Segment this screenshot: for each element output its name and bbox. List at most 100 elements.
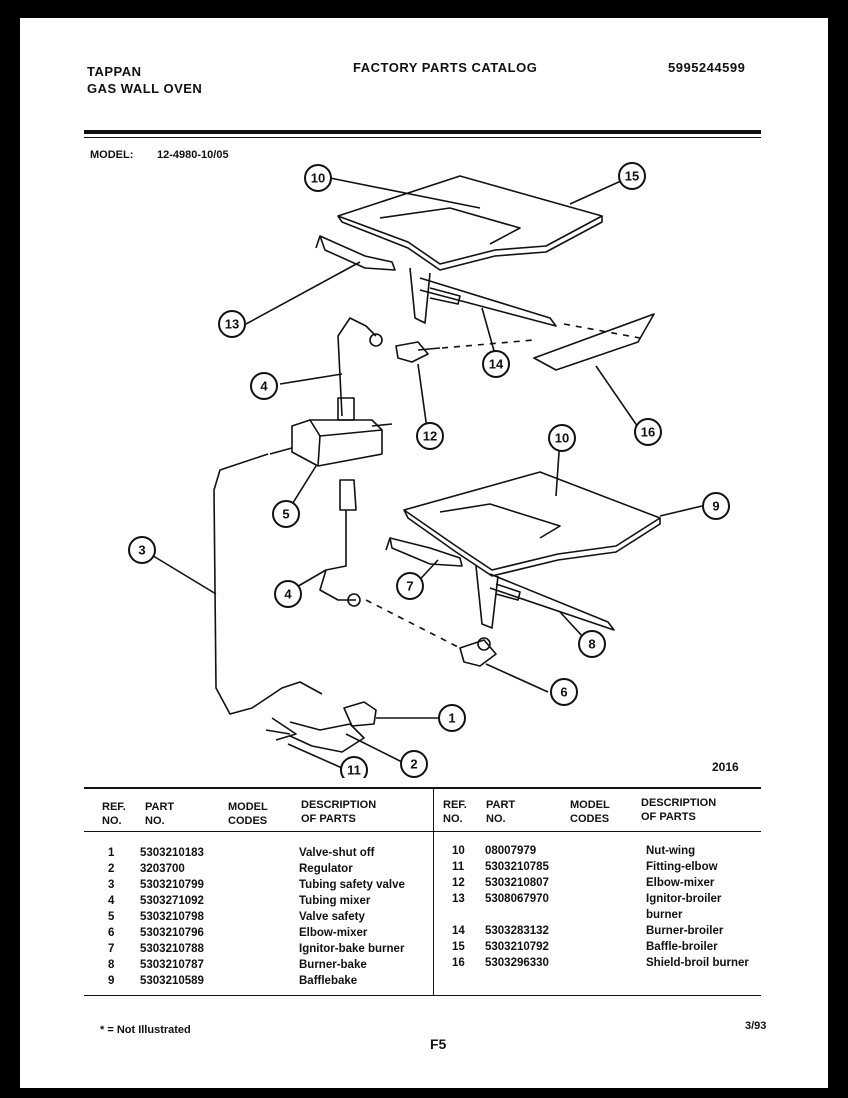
header-rule-thin (84, 137, 761, 138)
parts-row-ref: 9 (108, 975, 115, 987)
callout-circle (272, 500, 300, 528)
revision-date: 3/93 (745, 1020, 767, 1032)
parts-row-ref: 5 (108, 911, 115, 923)
hdr-ref-right: REF.NO. (443, 799, 467, 825)
callout-circle (416, 422, 444, 450)
parts-row-ref: 13 (452, 893, 465, 905)
header-rule (84, 130, 761, 134)
parts-row-desc: Baffle-broiler (646, 941, 718, 953)
parts-row-desc: Elbow-mixer (299, 927, 368, 939)
parts-row-ref: 14 (452, 925, 465, 937)
parts-row-part: 3203700 (140, 863, 185, 875)
table-header-rule (84, 831, 761, 832)
product-name: GAS WALL OVEN (87, 81, 203, 96)
callout-label: 14 (489, 357, 504, 372)
parts-row-part: 5303210785 (485, 861, 549, 873)
callout-label: 11 (347, 763, 361, 778)
callout-circle (702, 492, 730, 520)
parts-row-ref: 12 (452, 877, 465, 889)
callout-circle (578, 630, 606, 658)
parts-row-part: 5303210792 (485, 941, 549, 953)
callout-circle (250, 372, 278, 400)
table-bottom-rule (84, 995, 761, 996)
parts-row-ref: 11 (452, 861, 465, 873)
callout-circle (396, 572, 424, 600)
parts-row-desc: Elbow-mixer (646, 877, 715, 889)
parts-row-desc: Valve-shut off (299, 847, 375, 859)
callout-circle (548, 424, 576, 452)
callout-circle (634, 418, 662, 446)
callout-circle (128, 536, 156, 564)
drawing-number: 2016 (712, 760, 739, 774)
parts-row-part: 5303210796 (140, 927, 204, 939)
parts-row-desc: Bafflebake (299, 975, 358, 987)
table-top-rule (84, 787, 761, 789)
callout-circle (340, 756, 368, 778)
baffle-broiler-shape (337, 175, 603, 265)
parts-row-part: 5303296330 (485, 957, 549, 969)
callout-label: 6 (560, 685, 567, 700)
hdr-ref: REF.NO. (102, 801, 126, 827)
model-number: 12-4980-10/05 (157, 149, 229, 161)
catalog-number: 5995244599 (668, 60, 746, 75)
parts-row-part: 08007979 (485, 845, 537, 857)
parts-row-ref: 6 (108, 927, 115, 939)
parts-row-part: 5303210589 (140, 975, 204, 987)
callout-circle (218, 310, 246, 338)
parts-row-ref: 8 (108, 959, 115, 971)
parts-row-ref: 15 (452, 941, 465, 953)
callout-label: 13 (225, 317, 239, 332)
parts-row-desc: Burner-bake (299, 959, 367, 971)
callout-label: 1 (448, 711, 455, 726)
callout-label: 4 (284, 587, 292, 602)
parts-row-part: 5303210807 (485, 877, 549, 889)
parts-row-part: 5303210788 (140, 943, 204, 955)
callout-label: 12 (423, 429, 437, 444)
parts-row-desc: Fitting-elbow (646, 861, 718, 873)
callout-circle (438, 704, 466, 732)
parts-row-desc: burner (646, 909, 683, 921)
parts-row-part: 5303210799 (140, 879, 204, 891)
callout-circle (482, 350, 510, 378)
parts-row-desc: Shield-broil burner (646, 957, 749, 969)
parts-row-ref: 10 (452, 845, 465, 857)
callout-label: 3 (138, 543, 145, 558)
parts-row-desc: Tubing mixer (299, 895, 371, 907)
callout-label: 15 (625, 169, 639, 184)
callout-label: 8 (588, 637, 595, 652)
parts-row-part: 5303271092 (140, 895, 204, 907)
callout-label: 7 (406, 579, 413, 594)
callout-circle (400, 750, 428, 778)
brand: TAPPAN (87, 64, 142, 79)
parts-row-ref: 2 (108, 863, 115, 875)
callout-label: 4 (260, 379, 268, 394)
callout-circle (618, 162, 646, 190)
callout-label: 9 (712, 499, 719, 514)
catalog-sheet: TAPPAN GAS WALL OVEN FACTORY PARTS CATAL… (20, 18, 828, 1088)
parts-row-ref: 3 (108, 879, 115, 891)
callout-label: 16 (641, 425, 655, 440)
page-number: F5 (430, 1036, 447, 1052)
parts-row-part: 5303210183 (140, 847, 204, 859)
parts-row-part: 5308067970 (485, 893, 549, 905)
parts-row-desc: Nut-wing (646, 845, 696, 857)
callout-circle (274, 580, 302, 608)
parts-row-desc: Burner-broiler (646, 925, 724, 937)
parts-row-desc: Regulator (299, 863, 353, 875)
callout-label: 5 (282, 507, 289, 522)
callout-label: 2 (410, 757, 417, 772)
not-illustrated-note: * = Not Illustrated (100, 1024, 191, 1036)
parts-row-desc: Ignitor-broiler (646, 893, 722, 905)
catalog-title: FACTORY PARTS CATALOG (353, 60, 538, 75)
parts-row-part: 5303283132 (485, 925, 549, 937)
callout-label: 10 (311, 171, 325, 186)
callout-label: 10 (555, 431, 569, 446)
callout-circle (304, 164, 332, 192)
